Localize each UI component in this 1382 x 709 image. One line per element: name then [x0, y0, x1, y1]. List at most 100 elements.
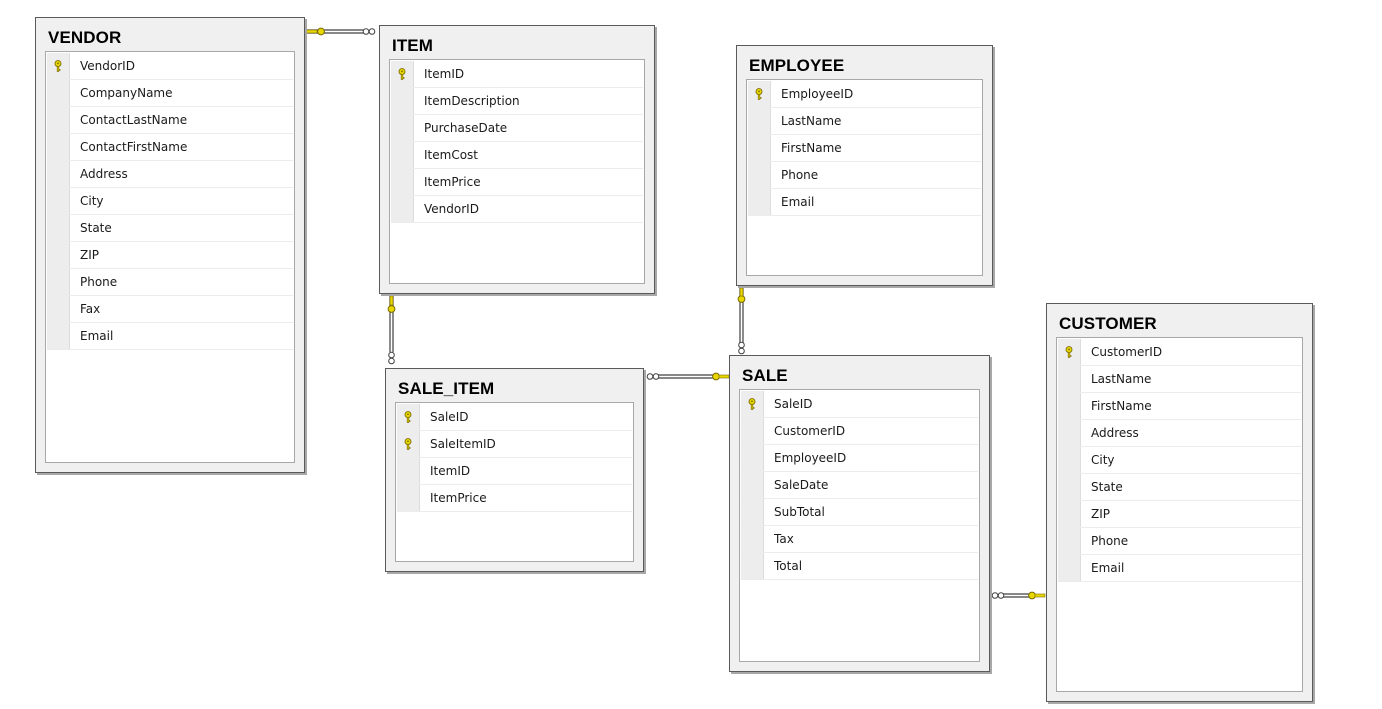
- row-selector[interactable]: [397, 485, 420, 511]
- column-row[interactable]: State: [47, 215, 293, 242]
- row-selector[interactable]: [391, 169, 414, 195]
- row-selector[interactable]: [741, 553, 764, 579]
- column-row[interactable]: Address: [1058, 420, 1301, 447]
- infinity-icon: [738, 341, 745, 355]
- relationship-vendor-item[interactable]: [305, 27, 376, 36]
- row-selector[interactable]: [1058, 366, 1081, 392]
- column-row[interactable]: SaleDate: [741, 472, 978, 499]
- relationship-customer-sale[interactable]: [991, 591, 1046, 600]
- row-selector[interactable]: [748, 108, 771, 134]
- column-row[interactable]: PurchaseDate: [391, 115, 643, 142]
- column-row[interactable]: ZIP: [47, 242, 293, 269]
- row-selector[interactable]: [47, 80, 70, 106]
- row-selector[interactable]: [391, 115, 414, 141]
- column-row[interactable]: FirstName: [1058, 393, 1301, 420]
- row-selector[interactable]: [391, 142, 414, 168]
- row-selector[interactable]: [391, 88, 414, 114]
- row-selector[interactable]: [741, 472, 764, 498]
- column-row[interactable]: Total: [741, 553, 978, 580]
- column-row[interactable]: ContactFirstName: [47, 134, 293, 161]
- row-selector[interactable]: [47, 161, 70, 187]
- row-selector[interactable]: [748, 81, 771, 107]
- row-selector[interactable]: [741, 499, 764, 525]
- column-row[interactable]: LastName: [1058, 366, 1301, 393]
- row-selector[interactable]: [47, 323, 70, 349]
- row-selector[interactable]: [748, 189, 771, 215]
- row-selector[interactable]: [47, 269, 70, 295]
- row-selector[interactable]: [748, 135, 771, 161]
- row-selector[interactable]: [1058, 420, 1081, 446]
- row-selector[interactable]: [1058, 474, 1081, 500]
- row-selector[interactable]: [741, 445, 764, 471]
- row-selector[interactable]: [47, 215, 70, 241]
- column-name: Fax: [80, 302, 101, 316]
- row-selector[interactable]: [741, 526, 764, 552]
- column-row[interactable]: ContactLastName: [47, 107, 293, 134]
- row-selector[interactable]: [1058, 393, 1081, 419]
- key-icon: [54, 60, 62, 72]
- column-row[interactable]: EmployeeID: [748, 81, 981, 108]
- column-row[interactable]: Email: [748, 189, 981, 216]
- column-row[interactable]: ItemID: [391, 61, 643, 88]
- column-row[interactable]: ItemID: [397, 458, 632, 485]
- row-selector[interactable]: [397, 431, 420, 457]
- column-row[interactable]: CustomerID: [741, 418, 978, 445]
- column-row[interactable]: Phone: [748, 162, 981, 189]
- row-selector[interactable]: [397, 404, 420, 430]
- row-selector[interactable]: [47, 296, 70, 322]
- column-row[interactable]: SaleItemID: [397, 431, 632, 458]
- row-selector[interactable]: [741, 418, 764, 444]
- column-row[interactable]: City: [1058, 447, 1301, 474]
- row-selector[interactable]: [748, 162, 771, 188]
- column-row[interactable]: ItemPrice: [397, 485, 632, 512]
- row-selector[interactable]: [47, 242, 70, 268]
- column-row[interactable]: CompanyName: [47, 80, 293, 107]
- column-row[interactable]: Tax: [741, 526, 978, 553]
- column-row[interactable]: CustomerID: [1058, 339, 1301, 366]
- column-row[interactable]: Email: [47, 323, 293, 350]
- column-row[interactable]: SaleID: [397, 404, 632, 431]
- row-selector[interactable]: [47, 134, 70, 160]
- column-row[interactable]: Email: [1058, 555, 1301, 582]
- column-row[interactable]: SaleID: [741, 391, 978, 418]
- row-selector[interactable]: [391, 196, 414, 222]
- column-row[interactable]: ItemPrice: [391, 169, 643, 196]
- column-row[interactable]: Address: [47, 161, 293, 188]
- column-row[interactable]: Phone: [47, 269, 293, 296]
- column-row[interactable]: Fax: [47, 296, 293, 323]
- relationship-item-sale_item[interactable]: [387, 295, 396, 365]
- column-row[interactable]: EmployeeID: [741, 445, 978, 472]
- row-selector[interactable]: [47, 53, 70, 79]
- row-selector[interactable]: [1058, 339, 1081, 365]
- row-selector[interactable]: [47, 107, 70, 133]
- column-row[interactable]: FirstName: [748, 135, 981, 162]
- row-selector[interactable]: [1058, 501, 1081, 527]
- column-row[interactable]: VendorID: [391, 196, 643, 223]
- column-row[interactable]: ItemCost: [391, 142, 643, 169]
- relationship-sale-sale_item[interactable]: [646, 372, 730, 381]
- row-selector[interactable]: [1058, 447, 1081, 473]
- column-row[interactable]: State: [1058, 474, 1301, 501]
- column-row[interactable]: VendorID: [47, 53, 293, 80]
- column-row[interactable]: Phone: [1058, 528, 1301, 555]
- row-selector[interactable]: [391, 61, 414, 87]
- row-selector[interactable]: [1058, 555, 1081, 581]
- column-row[interactable]: ZIP: [1058, 501, 1301, 528]
- row-selector[interactable]: [741, 391, 764, 417]
- row-selector[interactable]: [397, 458, 420, 484]
- row-selector[interactable]: [1058, 528, 1081, 554]
- column-row[interactable]: LastName: [748, 108, 981, 135]
- column-row[interactable]: City: [47, 188, 293, 215]
- column-row[interactable]: ItemDescription: [391, 88, 643, 115]
- column-row[interactable]: SubTotal: [741, 499, 978, 526]
- row-selector[interactable]: [47, 188, 70, 214]
- relationship-employee-sale[interactable]: [737, 287, 746, 355]
